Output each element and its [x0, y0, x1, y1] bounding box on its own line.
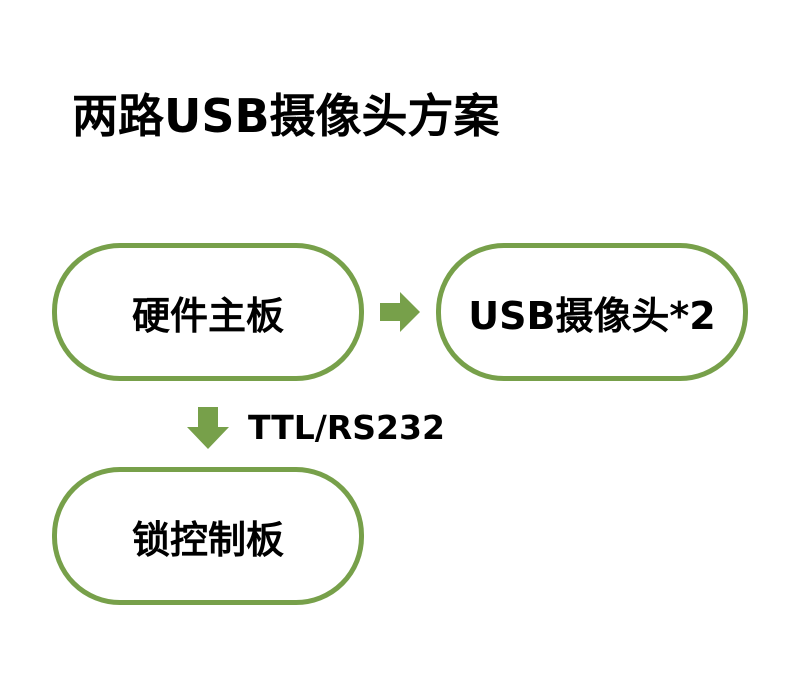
mainboard-label: 硬件主板 — [131, 293, 284, 338]
usb-camera-label: USB摄像头*2 — [468, 293, 716, 338]
connection-label: TTL/RS232 — [248, 408, 445, 447]
mainboard-node: 硬件主板 — [52, 243, 364, 381]
lock-control-board-node: 锁控制板 — [52, 467, 364, 605]
arrow-right-icon — [380, 292, 420, 332]
page-title: 两路USB摄像头方案 — [72, 89, 500, 143]
usb-camera-node: USB摄像头*2 — [436, 243, 748, 381]
arrow-down-icon — [187, 407, 229, 449]
lock-control-board-label: 锁控制板 — [131, 517, 284, 562]
